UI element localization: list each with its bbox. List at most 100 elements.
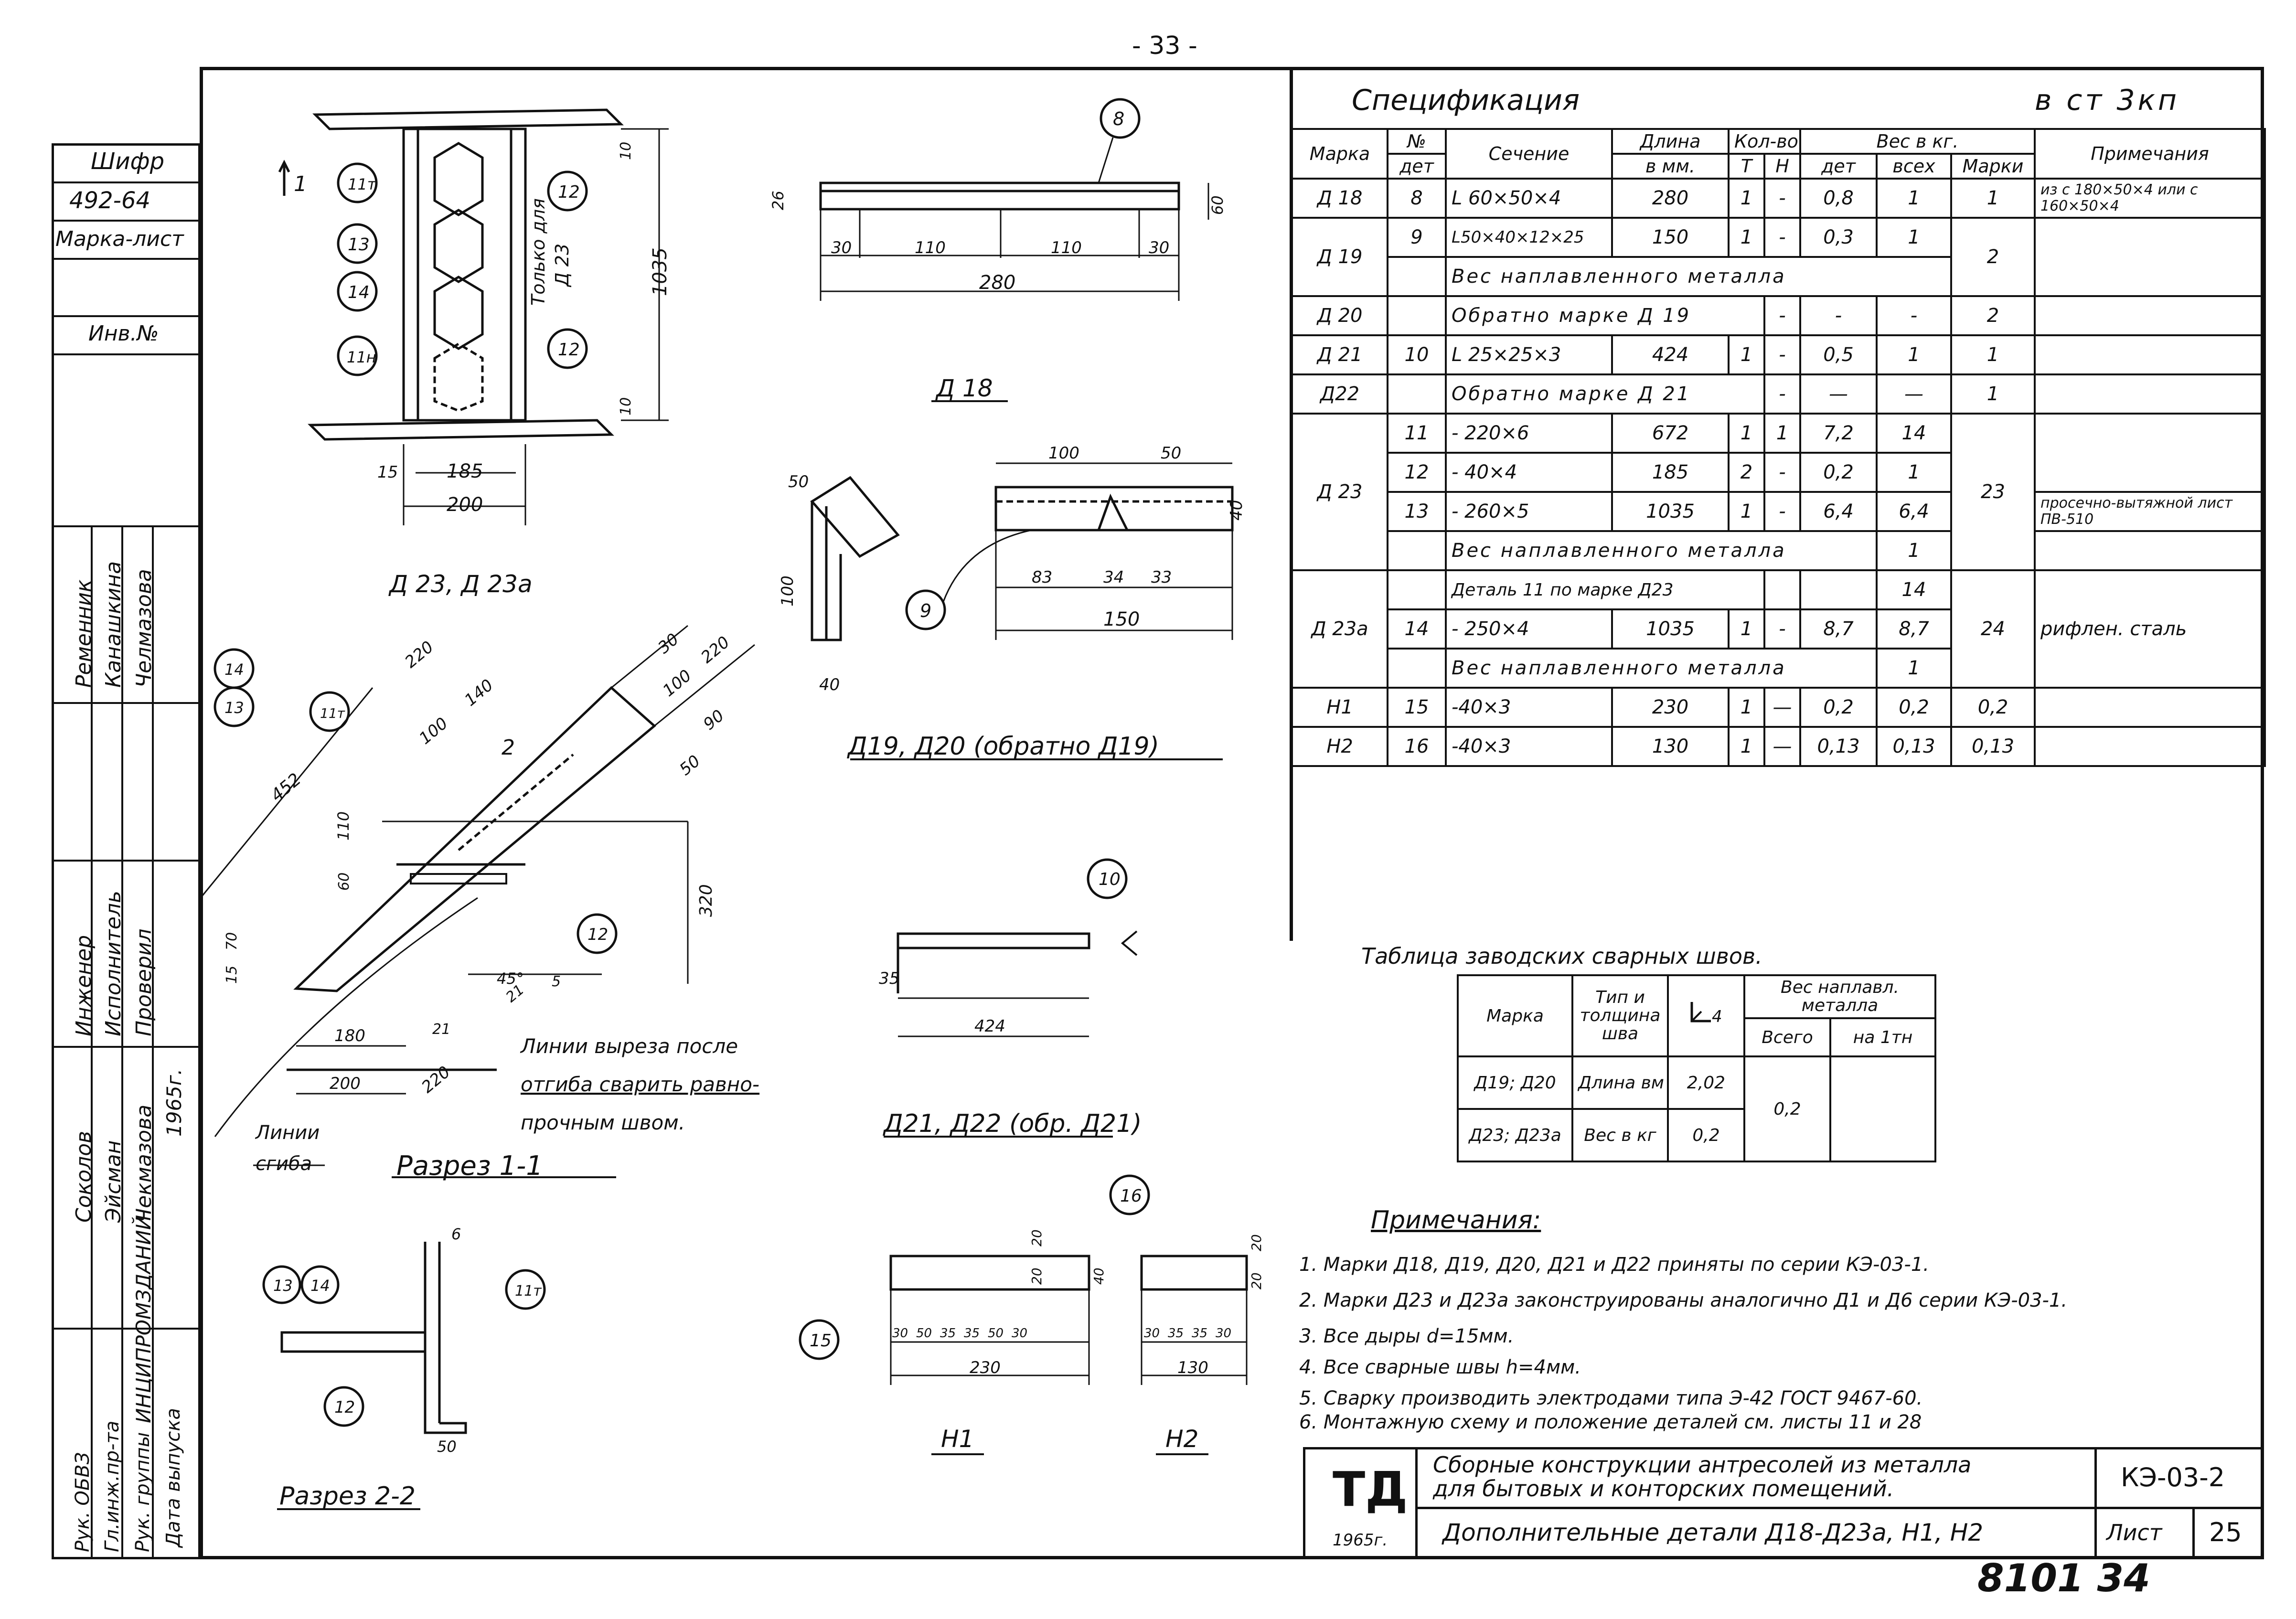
table-row: Д23; Д23а Вес в кг 0,2	[1457, 1108, 1935, 1162]
table-row: Д 19 9 L50×40×12×25 150 1 - 0,3 1 2	[1291, 217, 2266, 297]
svg-text:100: 100	[778, 575, 797, 607]
svg-text:прочным швом.: прочным швом.	[521, 1111, 685, 1134]
section-1-1-caption: Разрез 1-1	[396, 1150, 543, 1182]
svg-text:8: 8	[1113, 108, 1124, 129]
svg-text:150: 150	[1103, 608, 1140, 630]
svg-text:9: 9	[920, 600, 931, 621]
h-w-det: дет	[1799, 153, 1878, 180]
svg-text:200: 200	[447, 494, 483, 516]
tb-desc-1: Сборные конструкции антресолей из металл…	[1433, 1452, 1972, 1478]
d19-caption: Д19, Д20 (обратно Д19)	[847, 732, 1159, 761]
shifr-value: 492-64	[69, 187, 151, 214]
shifr-label: Шифр	[91, 148, 165, 175]
table-row: Д 23а Деталь 11 по марке Д23 14 24 рифле…	[1291, 569, 2266, 689]
d19-drawing	[810, 462, 1234, 760]
svg-text:2: 2	[502, 735, 515, 760]
note-4: 4. Все сварные швы h=4мм.	[1299, 1356, 1581, 1378]
section-1-1-drawing	[200, 625, 755, 1178]
svg-text:4: 4	[1712, 1007, 1722, 1026]
svg-text:35: 35	[964, 1326, 980, 1341]
note-5: 5. Сварку производить электродами типа Э…	[1299, 1387, 1923, 1409]
d18-caption: Д 18	[935, 374, 993, 402]
marka-list-label: Марка-лист	[55, 227, 184, 251]
svg-text:140: 140	[461, 676, 497, 710]
table-row: Вес наплавленного металла 1	[1292, 256, 2265, 297]
h-weight: Вес в кг.	[1799, 128, 2036, 155]
svg-text:33: 33	[1151, 568, 1172, 587]
svg-text:30: 30	[1144, 1326, 1160, 1341]
spec-title: Спецификация	[1352, 84, 1580, 117]
table-row: Вес наплавленного металла 1	[1292, 530, 2266, 571]
drawings-svg: Д 23, Д 23а Только для Д 23 10 1035 10 1…	[200, 98, 1264, 1511]
svg-text:11т: 11т	[515, 1283, 542, 1299]
tb-code: КЭ-03-2	[2121, 1462, 2225, 1492]
tb-desc-3: Дополнительные детали Д18-Д23а, Н1, Н2	[1442, 1519, 1984, 1546]
svg-text:1035: 1035	[649, 247, 671, 296]
d18-drawing	[819, 98, 1209, 402]
left-strip	[52, 143, 201, 1559]
svg-text:35: 35	[1168, 1326, 1184, 1341]
weld-table: Марка Тип и толщина шва 4 Вес наплавл. м…	[1457, 974, 1937, 1162]
svg-text:220: 220	[418, 1063, 454, 1097]
svg-text:26: 26	[769, 191, 787, 210]
svg-text:14: 14	[348, 283, 370, 302]
svg-text:11т: 11т	[320, 705, 345, 721]
h-w-mark: Марки	[1950, 153, 2036, 180]
svg-text:35: 35	[879, 969, 899, 988]
h-length-b: в мм.	[1611, 153, 1730, 180]
svg-text:83: 83	[1032, 568, 1052, 587]
svg-text:35: 35	[1192, 1326, 1207, 1341]
svg-text:50: 50	[916, 1326, 932, 1341]
svg-text:110: 110	[334, 811, 352, 841]
table-row: Д 21 10 L 25×25×3 424 1 - 0,5 1 1	[1291, 334, 2266, 375]
svg-text:50: 50	[788, 472, 809, 491]
tb-desc-2: для бытовых и конторских помещений.	[1433, 1476, 1894, 1502]
svg-text:16: 16	[1120, 1186, 1142, 1206]
note-1: 1. Марки Д18, Д19, Д20, Д21 и Д22 принят…	[1299, 1254, 1929, 1276]
h-num-b: дет	[1387, 153, 1447, 180]
svg-text:40: 40	[1227, 500, 1246, 521]
h-qty: Кол-во	[1728, 128, 1801, 155]
svg-text:40: 40	[819, 675, 840, 694]
svg-text:6: 6	[451, 1225, 461, 1243]
h-marka: Марка	[1291, 128, 1388, 180]
svg-text:100: 100	[416, 714, 451, 748]
svg-text:180: 180	[334, 1026, 365, 1045]
svg-text:280: 280	[979, 272, 1015, 294]
svg-text:14: 14	[310, 1277, 330, 1295]
notes-title: Примечания:	[1371, 1206, 1541, 1235]
svg-text:110: 110	[1051, 238, 1082, 257]
svg-text:30: 30	[831, 238, 852, 257]
tb-sheet-label: Лист	[2106, 1520, 2162, 1545]
svg-text:Д 23: Д 23	[552, 244, 573, 288]
svg-text:100: 100	[1048, 444, 1079, 463]
fillet-weld-icon: 4	[1690, 1001, 1722, 1026]
table-row: Д19; Д20 Длина вм 2,02 0,2	[1457, 1055, 1937, 1162]
svg-text:60: 60	[1208, 195, 1227, 215]
svg-text:30: 30	[1149, 238, 1169, 257]
tb-sheet-num: 25	[2209, 1517, 2242, 1547]
svg-text:12: 12	[587, 925, 608, 944]
svg-text:Линии: Линии	[255, 1122, 320, 1144]
svg-text:10: 10	[618, 397, 634, 415]
svg-text:34: 34	[1103, 568, 1124, 587]
spec-table: Марка № Сечение Длина Кол-во Вес в кг. П…	[1291, 128, 2266, 767]
svg-text:Только для: Только для	[528, 198, 549, 306]
h2-caption: Н2	[1165, 1425, 1198, 1453]
svg-text:130: 130	[1177, 1358, 1208, 1377]
table-row: Д 18 8 L 60×50×4 280 1 - 0,8 1 1 из с 18…	[1291, 178, 2266, 219]
svg-text:220: 220	[697, 633, 733, 667]
h-qty-t: Т	[1728, 153, 1765, 180]
note-6: 6. Монтажную схему и положение деталей с…	[1299, 1411, 1922, 1433]
svg-text:50: 50	[676, 751, 704, 779]
page-number: - 33 -	[1132, 32, 1197, 60]
svg-text:45°: 45°	[497, 969, 524, 988]
spec-steel: в ст 3кп	[2035, 84, 2180, 117]
svg-text:15: 15	[224, 966, 240, 984]
tb-year: 1965г.	[1333, 1531, 1388, 1550]
h-num-a: №	[1387, 128, 1447, 155]
table-row: Н2 16 -40×3 130 1 — 0,13 0,13 0,13	[1291, 726, 2266, 767]
svg-text:50: 50	[437, 1438, 457, 1456]
svg-text:30: 30	[1012, 1326, 1027, 1341]
svg-text:230: 230	[970, 1358, 1001, 1377]
